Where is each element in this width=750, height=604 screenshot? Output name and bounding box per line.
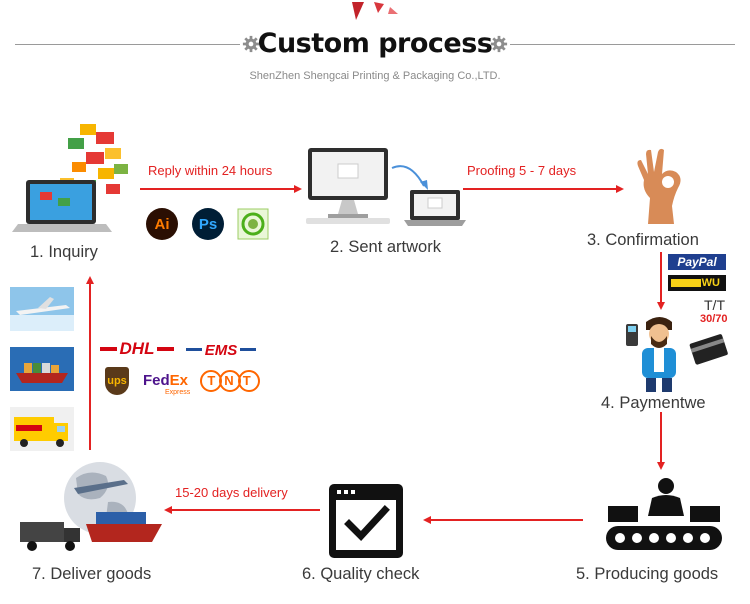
western-union-strip [671, 279, 701, 287]
ups-logo: ups [105, 367, 129, 395]
arrow-label-delivery: 15-20 days delivery [175, 485, 288, 500]
ems-logo: EMS [186, 341, 256, 359]
tt-label: T/T [704, 297, 725, 313]
tt-ratio: 30/70 [700, 313, 728, 325]
fedex-express-label: Express [165, 389, 191, 396]
header-decoration [352, 2, 398, 20]
fedex-logo: FedEx Express [143, 372, 191, 396]
illustrator-icon: Ai [146, 208, 178, 240]
ok-hand-icon [637, 148, 681, 224]
step-label-deliver: 7. Deliver goods [32, 565, 152, 583]
step-label-quality: 6. Quality check [302, 565, 420, 583]
quality-check-icon [329, 484, 403, 558]
payment-man-illustration [626, 317, 728, 392]
step-label-inquiry: 1. Inquiry [30, 243, 98, 261]
arrow-label-proofing: Proofing 5 - 7 days [467, 163, 577, 178]
paypal-logo: PayPal [668, 254, 726, 270]
page-title: Custom process [257, 28, 493, 59]
gear-icon [242, 35, 260, 53]
coreldraw-icon [237, 208, 269, 240]
western-union-logo: WU [668, 275, 726, 291]
delivery-globe-illustration [20, 462, 162, 551]
step-label-sent-artwork: 2. Sent artwork [330, 238, 441, 256]
step-label-payment: 4. Paymentwe [601, 394, 706, 412]
air-freight-photo [10, 287, 74, 331]
tnt-logo: TNT [200, 369, 260, 392]
artwork-illustration [306, 148, 466, 226]
step-label-confirmation: 3. Confirmation [587, 231, 699, 249]
sea-freight-photo [10, 347, 74, 391]
tnt-ring-3 [238, 370, 260, 392]
company-subtitle: ShenZhen Shengcai Printing & Packaging C… [249, 70, 501, 82]
gear-icon [490, 35, 508, 53]
header-rule-left [15, 44, 240, 45]
dhl-logo: DHL [100, 339, 174, 359]
production-conveyor-icon [606, 478, 722, 550]
truck-freight-photo [10, 407, 74, 451]
step-label-producing: 5. Producing goods [576, 565, 719, 583]
photoshop-icon: Ps [192, 208, 224, 240]
header-rule-right [510, 44, 735, 45]
arrow-label-reply: Reply within 24 hours [148, 163, 273, 178]
inquiry-illustration [12, 124, 128, 232]
